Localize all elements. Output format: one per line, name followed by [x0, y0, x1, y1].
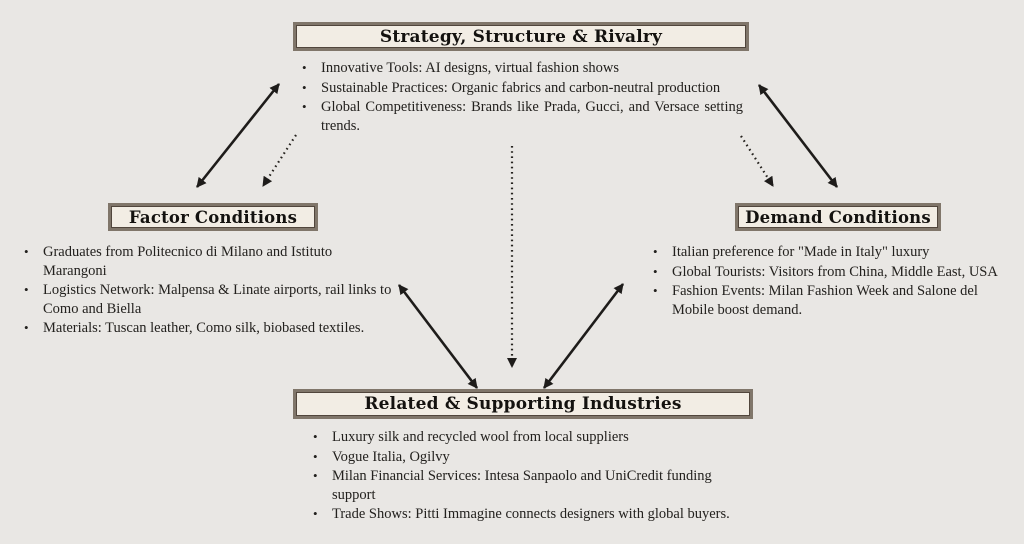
- node-factor-box: Factor Conditions: [108, 203, 318, 231]
- bullet-item: Luxury silk and recycled wool from local…: [310, 428, 740, 447]
- connector-demand-related-solid: [542, 283, 625, 389]
- node-demand-title: Demand Conditions: [745, 207, 931, 227]
- bullet-item: Trade Shows: Pitti Immagine connects des…: [310, 505, 740, 524]
- bullet-item: Sustainable Practices: Organic fabrics a…: [299, 79, 743, 98]
- bullet-item: Global Tourists: Visitors from China, Mi…: [650, 263, 1010, 282]
- node-demand-bullets: Italian preference for "Made in Italy" l…: [650, 243, 1010, 320]
- connector-strategy-factor-dotted: [262, 134, 297, 187]
- bullet-item: Fashion Events: Milan Fashion Week and S…: [650, 282, 1010, 319]
- node-factor-title: Factor Conditions: [128, 207, 298, 227]
- bullet-item: Graduates from Politecnico di Milano and…: [21, 243, 395, 280]
- node-strategy-bullets: Innovative Tools: AI designs, virtual fa…: [299, 59, 743, 136]
- connector-strategy-factor-solid: [195, 83, 281, 188]
- bullet-item: Innovative Tools: AI designs, virtual fa…: [299, 59, 743, 78]
- node-related-bullets: Luxury silk and recycled wool from local…: [310, 428, 740, 525]
- bullet-item: Milan Financial Services: Intesa Sanpaol…: [310, 467, 740, 504]
- bullet-item: Logistics Network: Malpensa & Linate air…: [21, 281, 395, 318]
- node-demand-box: Demand Conditions: [735, 203, 941, 231]
- connector-strategy-demand-solid: [757, 84, 839, 188]
- bullet-item: Global Competitiveness: Brands like Prad…: [299, 98, 743, 135]
- bullet-item: Vogue Italia, Ogilvy: [310, 448, 740, 467]
- connector-factor-related-solid: [397, 284, 479, 389]
- node-factor-bullets: Graduates from Politecnico di Milano and…: [21, 243, 395, 339]
- node-strategy-title: Strategy, Structure & Rivalry: [379, 26, 663, 47]
- node-related-box: Related & Supporting Industries: [293, 389, 753, 419]
- bullet-item: Italian preference for "Made in Italy" l…: [650, 243, 1010, 262]
- connector-strategy-demand-dotted: [740, 135, 774, 187]
- node-strategy-box: Strategy, Structure & Rivalry: [293, 22, 749, 51]
- bullet-item: Materials: Tuscan leather, Como silk, bi…: [21, 319, 395, 338]
- node-related-title: Related & Supporting Industries: [364, 394, 682, 414]
